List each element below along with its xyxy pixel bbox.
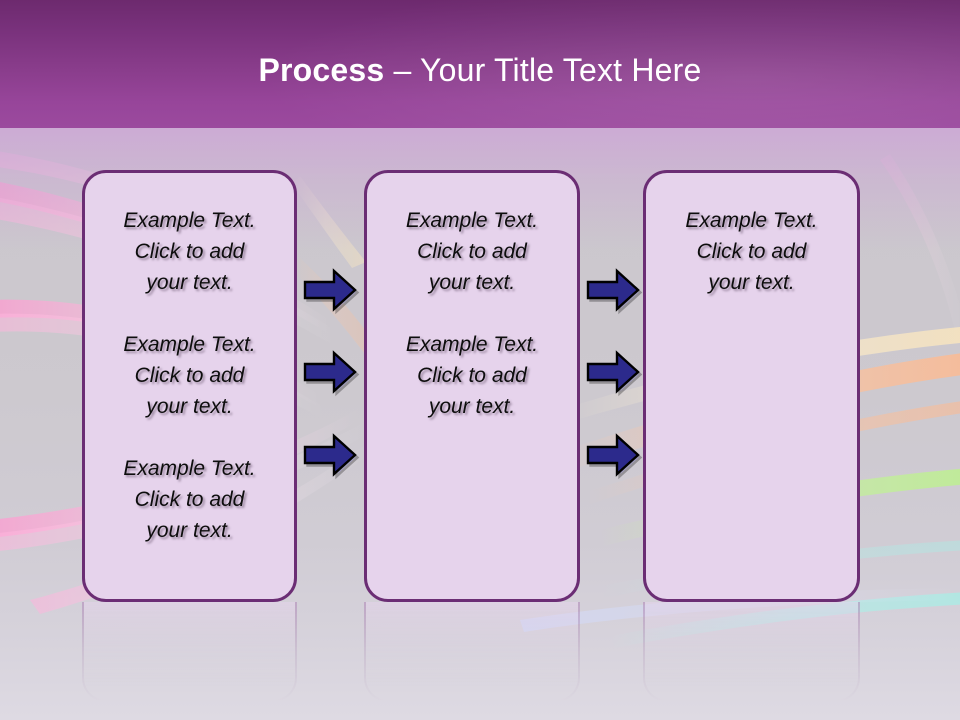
- box-reflection-3: [643, 602, 860, 702]
- page-title-rest: – Your Title Text Here: [384, 52, 702, 88]
- arrow-right-icon-2-1[interactable]: [586, 268, 643, 315]
- box-reflection-2: [364, 602, 580, 702]
- process-box-1[interactable]: Example Text. Click to add your text. Ex…: [82, 170, 297, 602]
- process-box-2[interactable]: Example Text. Click to add your text. Ex…: [364, 170, 580, 602]
- arrow-right-icon-2-3[interactable]: [586, 433, 643, 480]
- process-box-3-text-block-1[interactable]: Example Text. Click to add your text.: [685, 209, 818, 294]
- page-title-bold: Process: [258, 52, 385, 88]
- process-box-2-text-block-2[interactable]: Example Text. Click to add your text.: [405, 333, 539, 418]
- process-box-1-text-block-3[interactable]: Example Text. Click to add your text.: [123, 457, 256, 542]
- process-box-1-text-block-1[interactable]: Example Text. Click to add your text.: [123, 209, 256, 294]
- arrow-right-icon-1-2[interactable]: [303, 350, 360, 397]
- process-box-3[interactable]: Example Text. Click to add your text.: [643, 170, 860, 602]
- arrow-right-icon-1-3[interactable]: [303, 433, 360, 480]
- arrow-right-icon-1-1[interactable]: [303, 268, 360, 315]
- process-box-1-text-block-2[interactable]: Example Text. Click to add your text.: [123, 333, 256, 418]
- arrow-right-icon-2-2[interactable]: [586, 350, 643, 397]
- box-reflection-1: [82, 602, 297, 702]
- title-banner: [0, 0, 960, 128]
- process-box-2-text-block-1[interactable]: Example Text. Click to add your text.: [405, 209, 539, 294]
- page-title: Process – Your Title Text Here: [0, 50, 960, 90]
